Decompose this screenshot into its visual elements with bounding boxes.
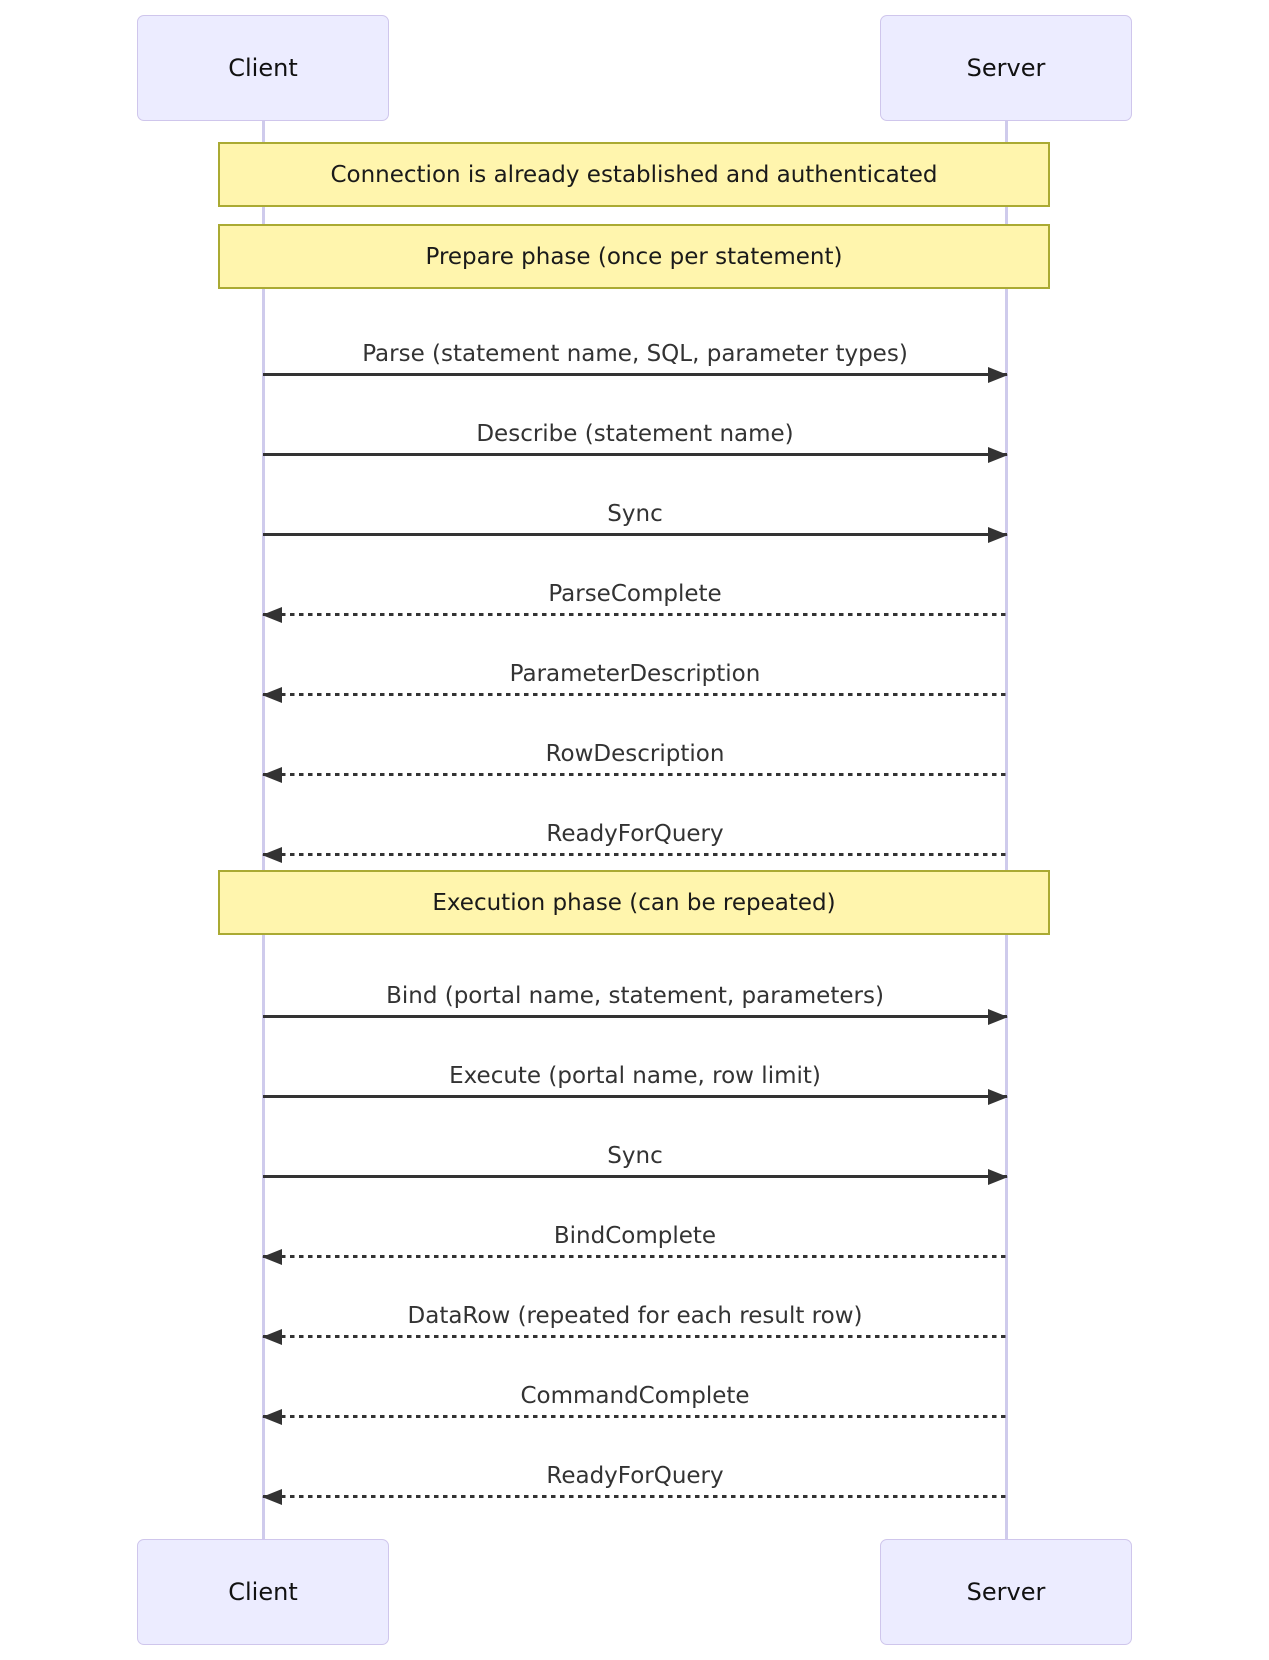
message-label: ParameterDescription	[509, 661, 761, 687]
actor-client-label: Client	[228, 54, 298, 82]
arrowhead-left-icon	[262, 686, 282, 703]
actor-server-label: Server	[966, 1578, 1046, 1606]
message-parsecomplete: ParseComplete	[262, 579, 1007, 623]
message-label: CommandComplete	[520, 1383, 750, 1409]
actor-server-label: Server	[966, 54, 1046, 82]
message-label: Describe (statement name)	[476, 421, 794, 447]
message-parameterdescription: ParameterDescription	[262, 659, 1007, 703]
message-arrow	[263, 526, 1008, 543]
message-label: BindComplete	[553, 1223, 717, 1249]
actor-client-bottom: Client	[137, 1539, 389, 1645]
message-arrow	[263, 1088, 1008, 1105]
actor-server-top: Server	[880, 15, 1132, 121]
note-prepare-phase: Prepare phase (once per statement)	[218, 224, 1050, 289]
message-execute: Execute (portal name, row limit)	[263, 1061, 1008, 1105]
lifeline-client	[262, 121, 265, 1539]
message-arrow	[263, 446, 1008, 463]
message-commandcomplete: CommandComplete	[262, 1381, 1007, 1425]
actor-client-label: Client	[228, 1578, 298, 1606]
message-label: Parse (statement name, SQL, parameter ty…	[362, 341, 908, 367]
message-label: DataRow (repeated for each result row)	[407, 1303, 863, 1329]
message-readyforquery-1: ReadyForQuery	[262, 819, 1007, 863]
arrowhead-right-icon	[988, 526, 1008, 543]
arrowhead-left-icon	[262, 606, 282, 623]
message-bindcomplete: BindComplete	[262, 1221, 1007, 1265]
message-label: RowDescription	[545, 741, 725, 767]
message-label: Sync	[607, 501, 663, 527]
message-label: ReadyForQuery	[546, 821, 724, 847]
message-arrow	[263, 366, 1008, 383]
message-arrow	[263, 1168, 1008, 1185]
arrowhead-left-icon	[262, 846, 282, 863]
message-label: Sync	[607, 1143, 663, 1169]
arrowhead-left-icon	[262, 1408, 282, 1425]
arrowhead-left-icon	[262, 1488, 282, 1505]
message-arrow	[263, 1008, 1008, 1025]
arrowhead-right-icon	[988, 1088, 1008, 1105]
message-parse: Parse (statement name, SQL, parameter ty…	[263, 339, 1008, 383]
message-datarow: DataRow (repeated for each result row)	[262, 1301, 1007, 1345]
message-arrow	[262, 1488, 1007, 1505]
arrowhead-right-icon	[988, 366, 1008, 383]
message-label: Execute (portal name, row limit)	[449, 1063, 821, 1089]
arrowhead-right-icon	[988, 1168, 1008, 1185]
note-execution-phase: Execution phase (can be repeated)	[218, 870, 1050, 935]
arrowhead-right-icon	[988, 1008, 1008, 1025]
message-arrow	[262, 1408, 1007, 1425]
message-arrow	[262, 686, 1007, 703]
message-label: ParseComplete	[548, 581, 722, 607]
message-label: ReadyForQuery	[546, 1463, 724, 1489]
arrowhead-right-icon	[988, 446, 1008, 463]
message-arrow	[262, 766, 1007, 783]
arrowhead-left-icon	[262, 1248, 282, 1265]
message-arrow	[262, 606, 1007, 623]
note-text: Connection is already established and au…	[330, 161, 938, 188]
message-bind: Bind (portal name, statement, parameters…	[263, 981, 1008, 1025]
note-text: Prepare phase (once per statement)	[425, 243, 843, 270]
message-readyforquery-2: ReadyForQuery	[262, 1461, 1007, 1505]
actor-server-bottom: Server	[880, 1539, 1132, 1645]
actor-client-top: Client	[137, 15, 389, 121]
message-arrow	[262, 1248, 1007, 1265]
note-connection-established: Connection is already established and au…	[218, 142, 1050, 207]
message-label: Bind (portal name, statement, parameters…	[386, 983, 884, 1009]
note-text: Execution phase (can be repeated)	[432, 889, 836, 916]
message-arrow	[262, 1328, 1007, 1345]
arrowhead-left-icon	[262, 766, 282, 783]
arrowhead-left-icon	[262, 1328, 282, 1345]
message-arrow	[262, 846, 1007, 863]
message-sync-1: Sync	[263, 499, 1008, 543]
message-rowdescription: RowDescription	[262, 739, 1007, 783]
message-describe: Describe (statement name)	[263, 419, 1008, 463]
message-sync-2: Sync	[263, 1141, 1008, 1185]
lifeline-server	[1005, 121, 1008, 1539]
